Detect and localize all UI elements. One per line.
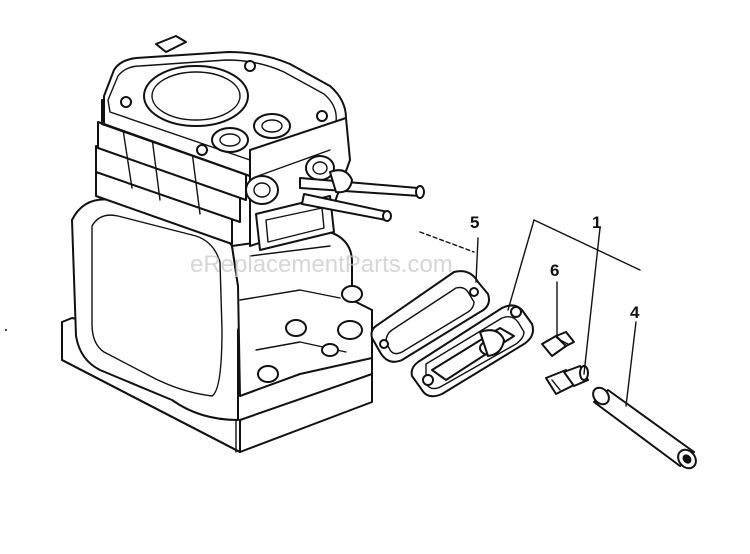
callout-1: 1 — [592, 213, 601, 232]
callout-4: 4 — [630, 303, 640, 322]
gasket — [370, 270, 490, 363]
callout-6: 6 — [550, 261, 559, 280]
screw — [541, 331, 575, 357]
muffler-tube — [592, 386, 697, 470]
engine-block — [61, 35, 425, 453]
callout-5: 5 — [470, 213, 479, 232]
alignment-line — [419, 231, 475, 253]
muffler-flange — [410, 304, 534, 398]
watermark: eReplacementParts.com — [190, 251, 453, 278]
pipe-nipple — [545, 365, 589, 395]
callout-lines — [475, 219, 641, 407]
speck — [5, 329, 7, 331]
